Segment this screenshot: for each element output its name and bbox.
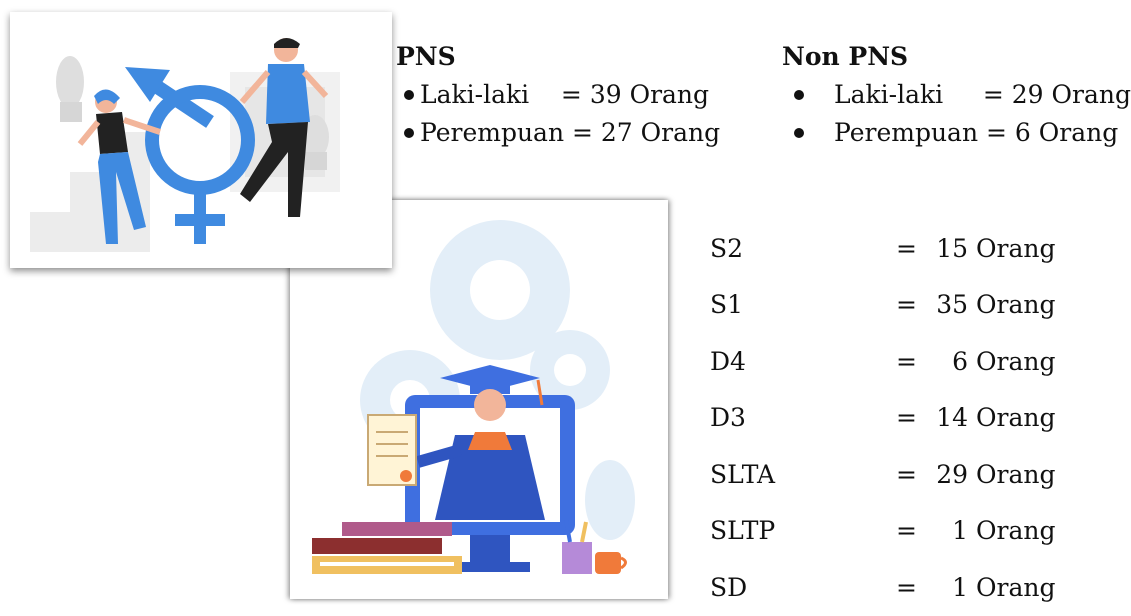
education-list: S2 = 15 Orang S1 = 35 Orang D4 = 6 Orang… xyxy=(710,220,1055,616)
gender-illustration xyxy=(10,12,392,268)
pns-title: PNS xyxy=(396,42,456,71)
education-unit: Orang xyxy=(976,290,1056,320)
education-count: 14 xyxy=(936,403,968,433)
education-count: 35 xyxy=(936,290,968,320)
pns-section: PNS Laki-laki = 39 Orang Perempuan = 27 … xyxy=(396,42,720,152)
pns-male-label: Laki-laki = 39 Orang xyxy=(420,80,710,109)
bullet-icon xyxy=(794,128,804,138)
education-unit: Orang xyxy=(976,516,1056,546)
equals-sign: = xyxy=(896,290,917,320)
non-pns-female-item: Perempuan = 6 Orang xyxy=(782,114,1131,152)
non-pns-section: Non PNS Laki-laki = 29 Orang Perempuan =… xyxy=(782,42,1131,152)
education-row: SLTA = 29 Orang xyxy=(710,446,1055,503)
non-pns-male-item: Laki-laki = 29 Orang xyxy=(782,76,1131,114)
education-row: S1 = 35 Orang xyxy=(710,277,1055,334)
bullet-icon xyxy=(404,128,414,138)
education-count: 1 xyxy=(952,516,968,546)
gender-illustration-card xyxy=(10,12,392,268)
education-unit: Orang xyxy=(976,459,1056,489)
education-count: 15 xyxy=(936,233,968,263)
pns-female-label: Perempuan = 27 Orang xyxy=(420,118,721,147)
diploma-icon xyxy=(367,414,417,486)
equals-sign: = xyxy=(896,572,917,602)
graduation-cap-icon xyxy=(440,365,540,391)
books-icon xyxy=(342,522,452,536)
male-arrow-icon xyxy=(125,67,170,102)
education-count: 1 xyxy=(952,572,968,602)
bullet-icon xyxy=(794,90,804,100)
equals-sign: = xyxy=(896,516,917,546)
education-level: D3 xyxy=(710,403,746,433)
education-level: SLTA xyxy=(710,459,776,489)
education-unit: Orang xyxy=(976,346,1056,376)
equals-sign: = xyxy=(896,233,917,263)
education-count: 6 xyxy=(952,346,968,376)
equals-sign: = xyxy=(896,459,917,489)
education-row: SLTP = 1 Orang xyxy=(710,503,1055,560)
education-unit: Orang xyxy=(976,233,1056,263)
education-row: S2 = 15 Orang xyxy=(710,220,1055,277)
non-pns-male-label: Laki-laki = 29 Orang xyxy=(834,80,1131,109)
education-row: D4 = 6 Orang xyxy=(710,333,1055,390)
pns-male-item: Laki-laki = 39 Orang xyxy=(396,76,720,114)
equals-sign: = xyxy=(896,403,917,433)
education-count: 29 xyxy=(936,459,968,489)
pns-female-item: Perempuan = 27 Orang xyxy=(396,114,720,152)
non-pns-title: Non PNS xyxy=(782,42,909,71)
education-row: D3 = 14 Orang xyxy=(710,390,1055,447)
education-level: S2 xyxy=(710,233,744,263)
education-unit: Orang xyxy=(976,403,1056,433)
non-pns-female-label: Perempuan = 6 Orang xyxy=(834,118,1119,147)
cup-icon xyxy=(595,552,621,574)
education-unit: Orang xyxy=(976,572,1056,602)
education-level: D4 xyxy=(710,346,746,376)
equals-sign: = xyxy=(896,346,917,376)
education-row: SD = 1 Orang xyxy=(710,559,1055,616)
education-level: SD xyxy=(710,572,748,602)
bullet-icon xyxy=(404,90,414,100)
education-level: SLTP xyxy=(710,516,776,546)
education-level: S1 xyxy=(710,290,744,320)
